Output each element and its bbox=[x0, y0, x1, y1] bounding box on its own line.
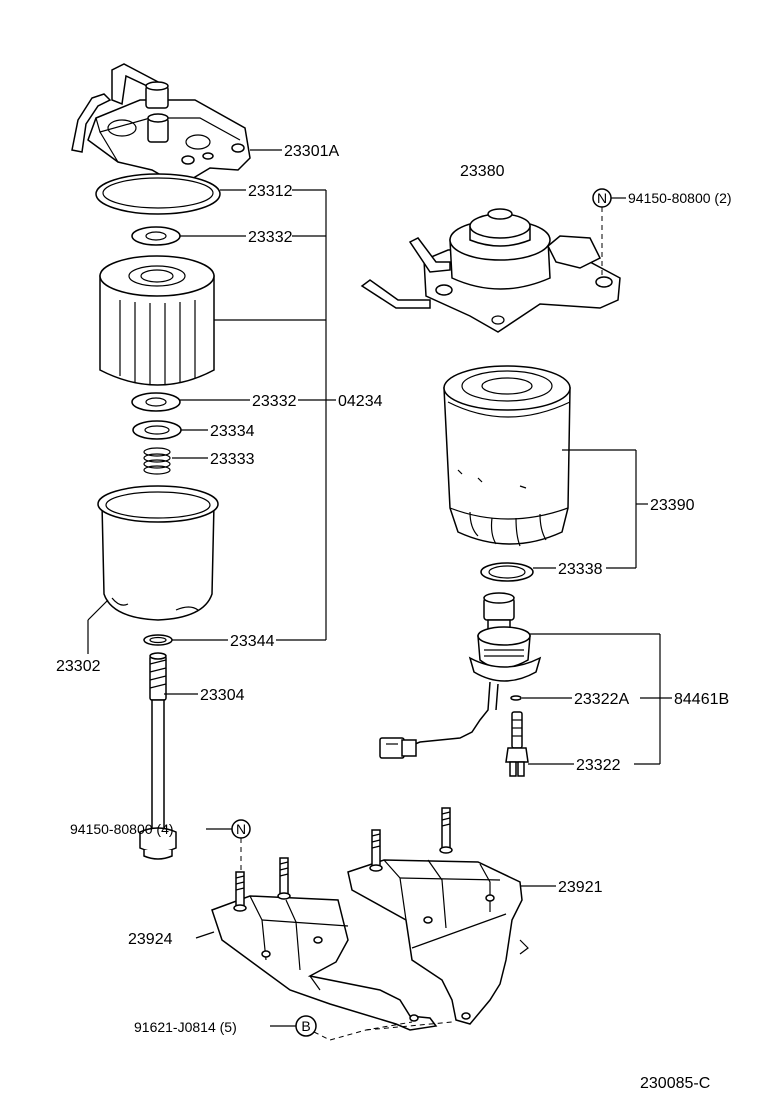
bolt-23304 bbox=[139, 652, 177, 860]
label-23924: 23924 bbox=[128, 931, 173, 948]
n-symbol-top: N bbox=[592, 188, 612, 208]
label-91621: 91621-J0814 (5) bbox=[134, 1019, 237, 1035]
washer-23334 bbox=[132, 420, 182, 440]
label-23332-top: 23332 bbox=[248, 229, 293, 246]
diagram-id: 230085-C bbox=[640, 1075, 710, 1092]
svg-text:B: B bbox=[301, 1018, 310, 1034]
label-23338: 23338 bbox=[558, 561, 603, 578]
label-23921: 23921 bbox=[558, 879, 603, 896]
label-23312: 23312 bbox=[248, 183, 293, 200]
probe-23322 bbox=[505, 711, 529, 777]
label-23390: 23390 bbox=[650, 497, 695, 514]
b-symbol: B bbox=[295, 1015, 317, 1037]
label-23332-bottom: 23332 bbox=[252, 393, 297, 410]
label-23302: 23302 bbox=[56, 658, 101, 675]
filter-case-23302 bbox=[97, 485, 219, 621]
filter-head-23380 bbox=[360, 208, 621, 333]
spring-23333 bbox=[143, 447, 171, 475]
n-symbol-bottom: N bbox=[231, 819, 251, 839]
svg-text:N: N bbox=[597, 190, 607, 206]
water-sensor-84461B bbox=[379, 592, 542, 759]
label-23322A: 23322A bbox=[574, 691, 629, 708]
fuel-filter-23390 bbox=[443, 365, 571, 547]
washer-23332-bottom bbox=[131, 392, 181, 412]
label-94150-bottom: 94150-80800 (4) bbox=[70, 821, 174, 837]
o-ring-23322A bbox=[510, 695, 522, 701]
label-23380: 23380 bbox=[460, 163, 505, 180]
filter-head-23301A bbox=[71, 63, 251, 187]
o-ring-23344 bbox=[143, 634, 173, 646]
label-23344: 23344 bbox=[230, 633, 275, 650]
label-23322: 23322 bbox=[576, 757, 621, 774]
label-23333: 23333 bbox=[210, 451, 255, 468]
label-84461B: 84461B bbox=[674, 691, 729, 708]
o-ring-23312 bbox=[95, 173, 221, 215]
label-04234: 04234 bbox=[338, 393, 383, 410]
washer-23332-top bbox=[131, 226, 181, 246]
bracket-23921 bbox=[347, 807, 529, 1025]
label-23301A: 23301A bbox=[284, 143, 339, 160]
bracket-23924 bbox=[211, 857, 438, 1031]
filter-element bbox=[99, 255, 215, 386]
label-23304: 23304 bbox=[200, 687, 245, 704]
label-94150-top: 94150-80800 (2) bbox=[628, 190, 732, 206]
gasket-23338 bbox=[480, 562, 534, 582]
label-23334: 23334 bbox=[210, 423, 255, 440]
svg-text:N: N bbox=[236, 821, 246, 837]
